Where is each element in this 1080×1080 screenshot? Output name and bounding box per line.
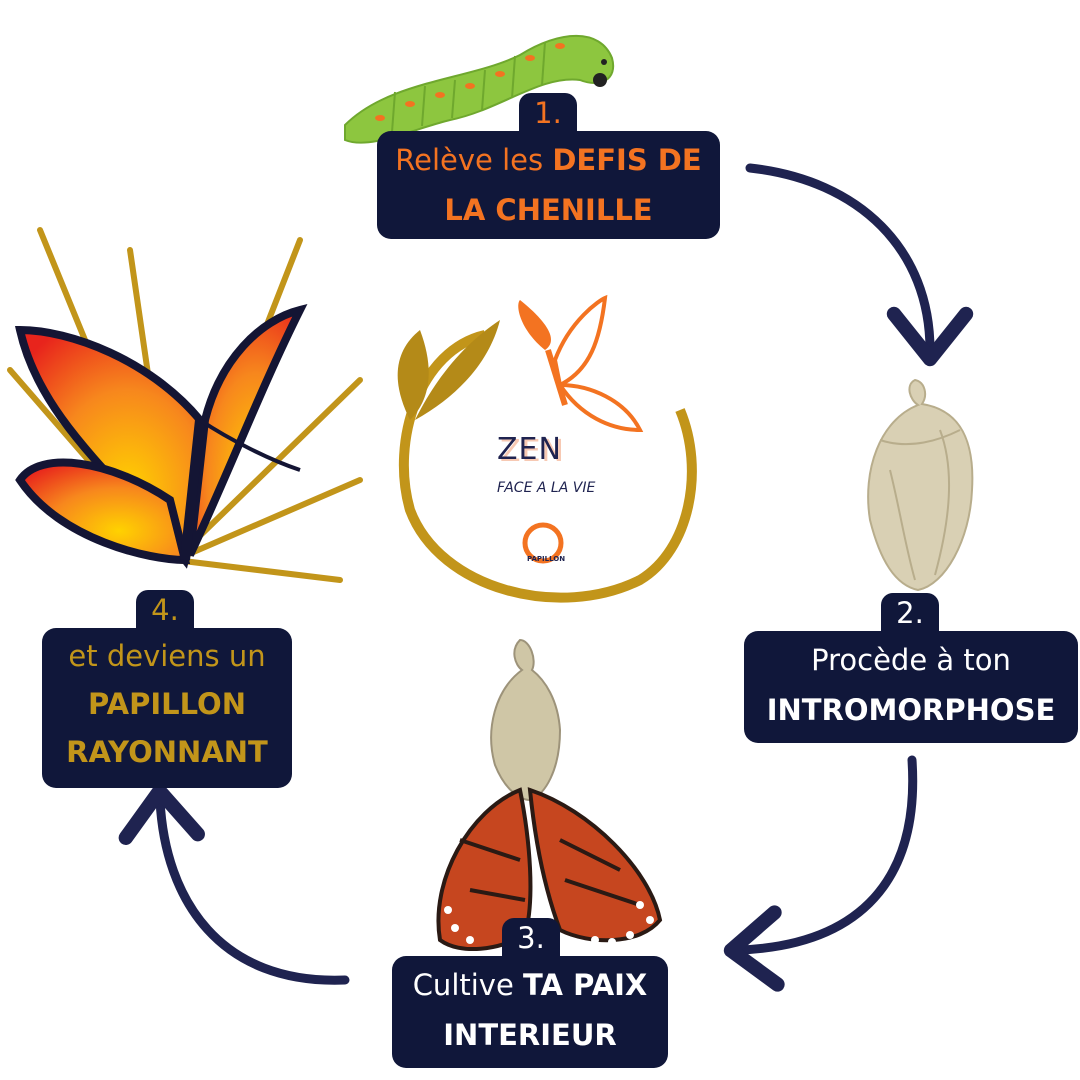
- step-1-number: 1.: [519, 93, 577, 133]
- caterpillar-icon: [344, 35, 615, 144]
- center-emblem: [397, 294, 697, 603]
- arrow-3-to-4: [118, 783, 350, 985]
- radiant-butterfly-icon: [7, 227, 363, 583]
- step-3-bold-1: TA PAIX: [523, 968, 648, 1002]
- chrysalis-icon: [867, 378, 974, 592]
- step-1-bold-2: LA CHENILLE: [444, 193, 653, 227]
- step-3-label: Cultive TA PAIX INTERIEUR: [392, 956, 668, 1068]
- step-4-label: et deviens un PAPILLON RAYONNANT: [42, 628, 292, 788]
- step-2-label: Procède à ton INTROMORPHOSE: [744, 631, 1078, 743]
- emerging-butterfly-icon: [436, 638, 663, 952]
- step-2-plain: Procède à ton: [811, 643, 1011, 677]
- step-3-bold-2: INTERIEUR: [443, 1018, 617, 1052]
- step-4-bold-1: PAPILLON: [88, 687, 246, 721]
- step-1-plain: Relève les: [395, 143, 553, 177]
- step-1-bold-1: DEFIS DE: [552, 143, 702, 177]
- step-1-label: Relève les DEFIS DE LA CHENILLE: [377, 131, 720, 239]
- step-4-number: 4.: [136, 590, 194, 630]
- center-logo-text: PAPILLON: [527, 555, 566, 563]
- step-4-plain: et deviens un: [68, 639, 266, 673]
- step-3-number: 3.: [502, 918, 560, 958]
- center-subtitle: FACE A LA VIE: [497, 480, 596, 496]
- arrow-1-to-2: [745, 163, 974, 367]
- step-3-plain: Cultive: [412, 968, 524, 1002]
- step-4-bold-2: RAYONNANT: [66, 735, 268, 769]
- papillon-logo-icon: [522, 522, 564, 564]
- arrow-2-to-3: [723, 755, 918, 992]
- step-2-bold: INTROMORPHOSE: [766, 693, 1056, 727]
- step-2-number: 2.: [881, 593, 939, 633]
- center-title: ZEN: [497, 432, 562, 467]
